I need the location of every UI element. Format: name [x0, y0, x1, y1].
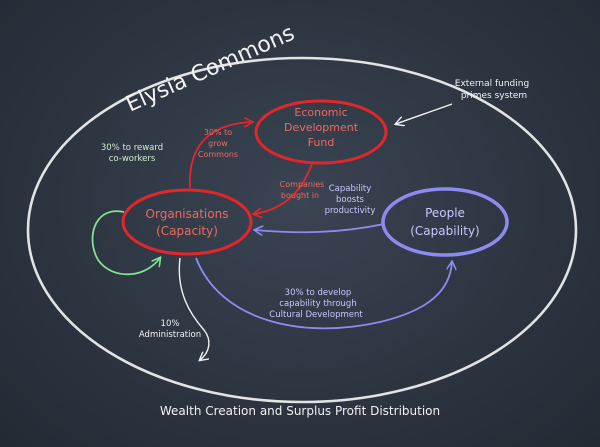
arrow-reward-coworkers — [91, 210, 160, 276]
label-grow-line3: Commons — [198, 150, 238, 159]
node-organisations-outline — [121, 188, 253, 256]
diagram-title: Elysia Commons — [122, 21, 298, 118]
diagram-caption: Wealth Creation and Surplus Profit Distr… — [160, 404, 440, 418]
label-admin-line1: 10% — [161, 319, 180, 329]
label-develop-line3: Cultural Development — [269, 310, 363, 320]
label-external-funding-line1: External funding — [455, 79, 529, 89]
label-develop-line1: 30% to develop — [285, 288, 352, 298]
arrow-capability-boosts — [255, 223, 385, 232]
label-reward-line1: 30% to reward — [101, 143, 163, 153]
node-edf-outline — [254, 99, 388, 165]
arrow-external-funding — [396, 103, 453, 124]
label-capability-line3: productivity — [325, 206, 376, 216]
label-companies-line2: bought in — [281, 191, 319, 200]
node-edf-line2: Development — [284, 121, 359, 134]
node-organisations-line1: Organisations — [146, 207, 229, 221]
label-admin-line2: Administration — [139, 330, 201, 340]
node-people-outline — [381, 187, 509, 257]
label-develop-line2: capability through — [279, 299, 356, 309]
label-reward-line2: co-workers — [109, 154, 156, 164]
label-capability-line2: boosts — [336, 195, 365, 205]
arrow-administration — [178, 257, 210, 360]
label-external-funding-line2: primes system — [461, 91, 527, 101]
label-companies-line1: Companies — [280, 180, 325, 189]
arrow-companies-bought-in — [254, 163, 313, 214]
arrow-cultural-development — [195, 257, 452, 330]
label-grow-line2: grow — [208, 139, 228, 148]
label-grow-line1: 30% to — [204, 128, 232, 137]
node-edf-line1: Economic — [294, 106, 347, 119]
commons-boundary — [26, 56, 578, 404]
node-edf-line3: Fund — [308, 136, 335, 149]
arrow-grow-commons — [189, 122, 252, 189]
node-people-line2: (Capability) — [410, 224, 480, 238]
label-capability-line1: Capability — [329, 184, 372, 194]
node-people-line1: People — [425, 206, 465, 220]
node-organisations-line2: (Capacity) — [156, 224, 218, 238]
